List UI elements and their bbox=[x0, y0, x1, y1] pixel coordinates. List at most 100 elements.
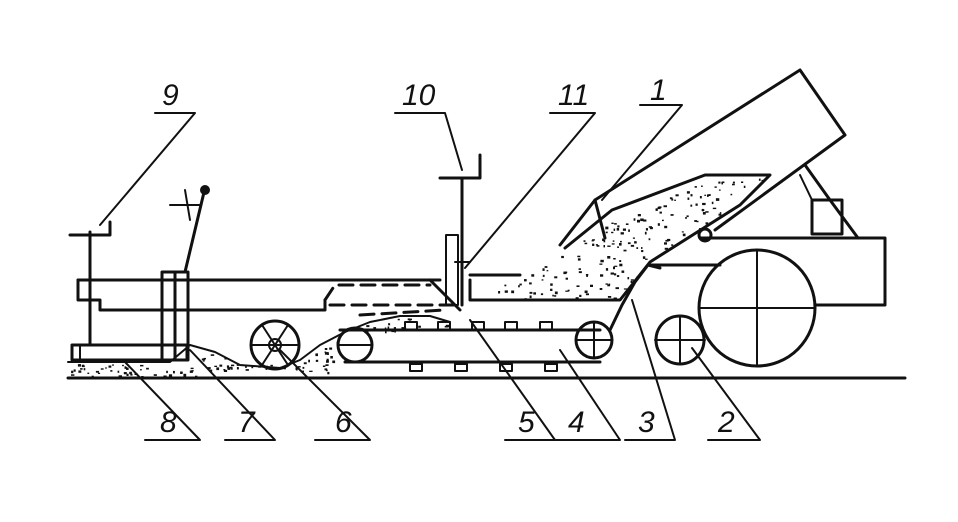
mix-grain bbox=[78, 370, 82, 373]
mix-grain bbox=[617, 246, 619, 248]
mix-grain bbox=[80, 368, 83, 370]
mix-grain bbox=[71, 370, 74, 374]
mix-grain bbox=[686, 215, 689, 218]
mix-grain bbox=[721, 181, 725, 184]
paver-frame bbox=[76, 273, 522, 317]
mix-grain bbox=[112, 364, 114, 366]
mix-grain bbox=[610, 272, 614, 275]
mix-grain bbox=[599, 263, 603, 265]
mix-grain bbox=[625, 223, 629, 225]
mix-grain bbox=[541, 279, 544, 281]
mix-grain bbox=[394, 330, 396, 333]
mix-grain bbox=[191, 370, 194, 372]
mix-grain bbox=[619, 263, 623, 267]
mix-grain bbox=[91, 375, 94, 378]
mix-grain bbox=[576, 285, 580, 287]
mix-grain bbox=[603, 239, 606, 243]
mix-grain bbox=[613, 228, 616, 231]
mix-grain bbox=[129, 371, 132, 375]
mix-grain bbox=[658, 206, 662, 209]
mix-grain bbox=[600, 259, 604, 263]
mix-grain bbox=[544, 266, 548, 268]
mix-grain bbox=[552, 294, 554, 297]
mix-grain bbox=[567, 289, 570, 292]
mix-grain bbox=[190, 367, 194, 370]
mix-grain bbox=[702, 208, 704, 212]
mix-grain bbox=[387, 326, 390, 329]
mix-grain bbox=[397, 318, 400, 321]
mix-grain bbox=[732, 183, 735, 186]
mix-grain bbox=[655, 209, 658, 211]
mix-grain bbox=[696, 220, 699, 223]
mix-grain bbox=[529, 282, 532, 285]
mix-grain bbox=[226, 365, 230, 368]
mix-grain bbox=[663, 205, 667, 208]
mix-grain bbox=[437, 329, 440, 332]
mix-grain bbox=[687, 197, 690, 200]
hopper-wing bbox=[608, 263, 662, 332]
mix-grain bbox=[694, 186, 697, 188]
mix-grain bbox=[664, 242, 667, 245]
mix-grain bbox=[195, 375, 198, 378]
callout-5: 5 bbox=[518, 406, 535, 439]
mix-grain bbox=[126, 367, 129, 370]
mix-grain bbox=[117, 370, 120, 373]
mix-grain bbox=[140, 369, 142, 371]
mix-grain bbox=[141, 376, 144, 379]
mix-grain bbox=[245, 365, 247, 368]
mix-grain bbox=[702, 212, 706, 215]
mix-grain bbox=[708, 222, 711, 226]
mix-grain bbox=[326, 360, 329, 363]
mix-grain bbox=[667, 239, 670, 241]
mix-grain bbox=[708, 194, 711, 196]
mix-grain bbox=[270, 364, 273, 367]
mix-grain bbox=[265, 368, 268, 370]
mix-grain bbox=[366, 329, 369, 333]
mix-grain bbox=[251, 365, 254, 369]
mix-grain bbox=[219, 364, 223, 367]
mix-grain bbox=[664, 247, 669, 250]
mix-grain bbox=[612, 240, 615, 242]
screed-adjuster bbox=[169, 185, 210, 274]
mix-grain bbox=[404, 327, 407, 331]
mix-grain bbox=[607, 296, 612, 298]
mix-grain bbox=[542, 268, 545, 271]
mix-grain bbox=[596, 245, 600, 247]
mix-grain bbox=[418, 325, 421, 328]
mix-grain bbox=[578, 268, 581, 270]
mix-grain bbox=[591, 240, 594, 242]
mix-grain bbox=[553, 295, 557, 297]
mix-grain bbox=[315, 353, 318, 357]
mix-grain bbox=[718, 181, 721, 184]
mix-grain bbox=[707, 194, 709, 197]
mix-grain bbox=[524, 298, 527, 300]
mix-grain bbox=[637, 214, 641, 217]
truck-chassis bbox=[648, 163, 887, 307]
mix-grain bbox=[610, 298, 614, 301]
callout-3: 3 bbox=[638, 406, 655, 439]
mix-grain bbox=[719, 212, 722, 214]
mix-grain bbox=[605, 226, 609, 230]
mix-grain bbox=[261, 364, 263, 366]
mix-grain bbox=[701, 185, 703, 187]
mix-grain bbox=[258, 366, 261, 368]
mix-grain bbox=[616, 228, 620, 231]
mix-grain bbox=[444, 325, 448, 328]
mix-grain bbox=[71, 374, 75, 376]
mix-grain bbox=[575, 297, 579, 300]
mix-grain bbox=[613, 297, 617, 299]
mix-grain bbox=[203, 357, 206, 360]
mix-grain bbox=[531, 274, 535, 277]
mix-grain bbox=[613, 258, 616, 260]
mix-grain bbox=[603, 245, 605, 248]
mix-grain bbox=[350, 328, 353, 331]
mix-layer-outline bbox=[67, 315, 451, 369]
mix-grain bbox=[617, 225, 620, 228]
mix-grain bbox=[634, 241, 637, 244]
mix-grain bbox=[690, 194, 693, 197]
mix-grain bbox=[686, 191, 690, 194]
mix-grain bbox=[231, 364, 235, 367]
mix-grain bbox=[662, 219, 664, 222]
mix-grain bbox=[657, 223, 660, 226]
mix-grain bbox=[110, 370, 113, 372]
